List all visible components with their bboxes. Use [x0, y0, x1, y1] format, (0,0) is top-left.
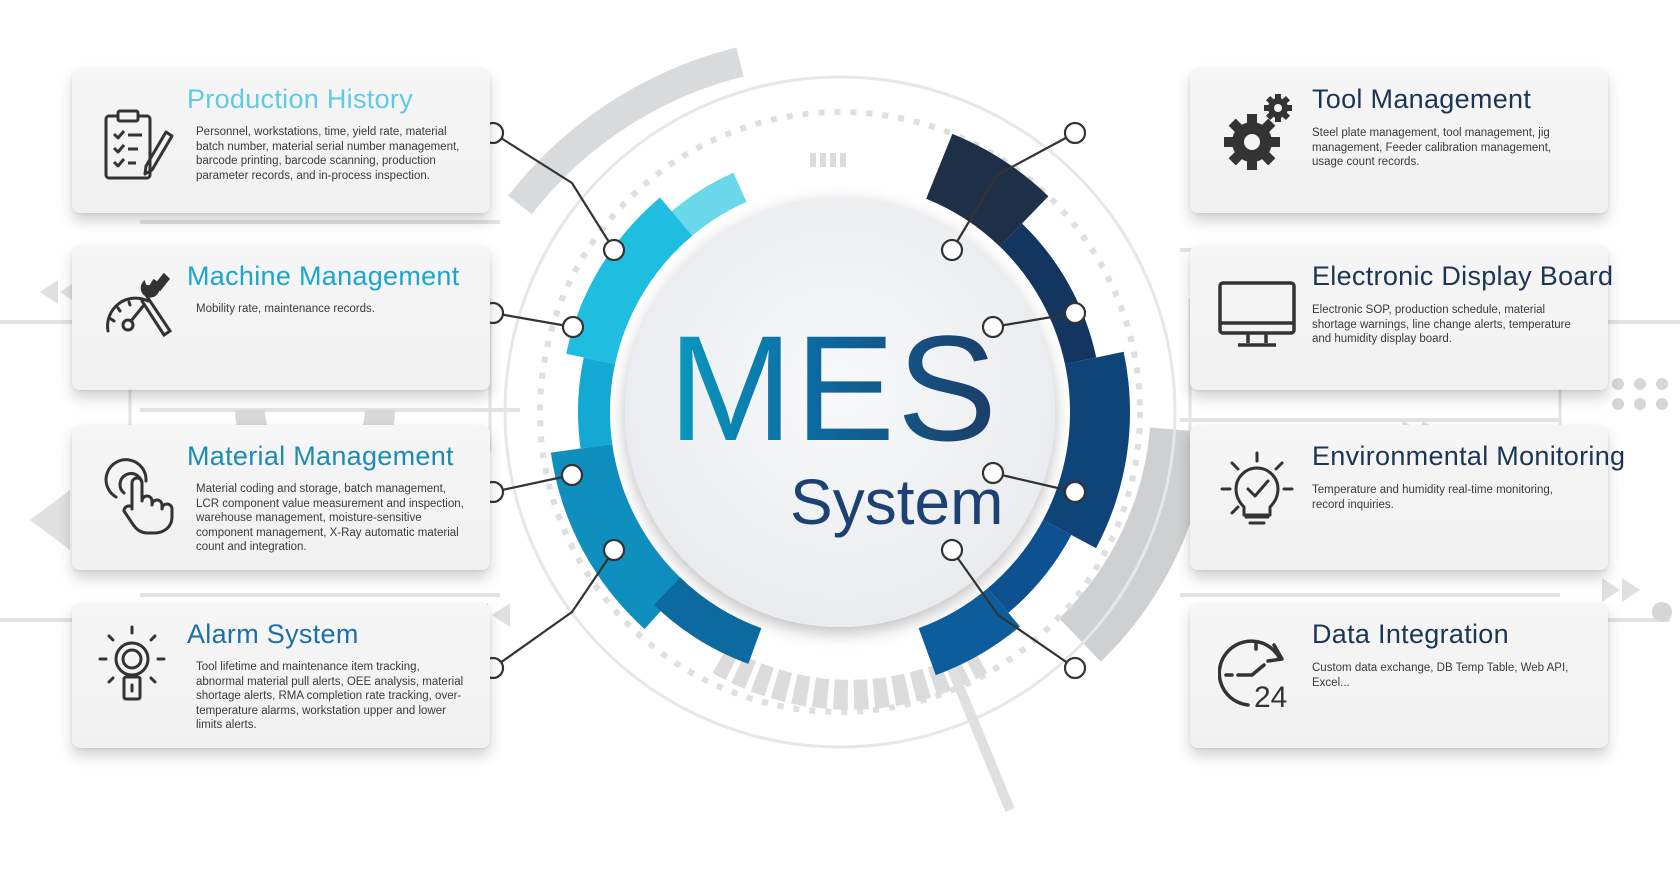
hub-subtitle: System: [790, 466, 1004, 538]
connector-node: [981, 461, 1005, 485]
ring-segment-right: [999, 223, 1097, 365]
card-title: Machine Management: [187, 261, 460, 291]
clipboard-pen-icon: [98, 106, 176, 184]
connector-line: [492, 132, 615, 251]
card-data-integration: 24 Data Integration Custom data exchange…: [1190, 603, 1608, 748]
card-title: Electronic Display Board: [1312, 261, 1614, 291]
card-description: Personnel, workstations, time, yield rat…: [196, 126, 460, 182]
connector-node: [602, 538, 626, 562]
svg-text:24: 24: [1254, 681, 1287, 713]
hub-title: MES: [668, 304, 1000, 472]
card-environmental-monitoring: Environmental Monitoring Temperature and…: [1190, 425, 1625, 570]
connector-node: [1063, 656, 1087, 680]
gears-icon: [1218, 94, 1296, 172]
connector-node: [561, 315, 585, 339]
monitor-icon: [1218, 277, 1296, 355]
ring-segment-right: [987, 519, 1072, 613]
hub-circle: [625, 197, 1055, 627]
card-description: Mobility rate, maintenance records.: [196, 303, 375, 315]
card-description: Steel plate management, tool management,…: [1312, 127, 1552, 168]
connector-line: [951, 132, 1076, 251]
connector-line: [492, 311, 574, 329]
connector-node: [1063, 301, 1087, 325]
card-machine-management: Machine Management Mobility rate, mainte…: [72, 245, 490, 390]
card-electronic-display-board: Electronic Display Board Electronic SOP,…: [1190, 245, 1613, 390]
ring-segment-left: [664, 172, 747, 242]
card-title: Tool Management: [1312, 84, 1532, 114]
card-title: Material Management: [187, 441, 454, 471]
connector-node: [1063, 121, 1087, 145]
connector-node: [560, 463, 584, 487]
card-title: Data Integration: [1312, 619, 1509, 649]
card-description: Tool lifetime and maintenance item track…: [196, 661, 464, 731]
alarm-beacon-icon: [98, 625, 176, 703]
clock-24-icon: 24: [1217, 635, 1296, 714]
connector-node: [602, 238, 626, 262]
connector-line: [492, 549, 615, 669]
ring-segment-left: [566, 197, 693, 365]
card-tool-management: Tool Management Steel plate management, …: [1190, 68, 1608, 213]
gauge-wrench-icon: [98, 265, 176, 343]
card-title: Alarm System: [187, 619, 359, 649]
connector-node: [981, 315, 1005, 339]
card-description: Material coding and storage, batch manag…: [196, 483, 464, 553]
card-alarm-system: Alarm System Tool lifetime and maintenan…: [72, 603, 490, 748]
card-description: Custom data exchange, DB Temp Table, Web…: [1312, 662, 1569, 689]
card-material-management: Material Management Material coding and …: [72, 425, 490, 570]
connector-line: [492, 473, 573, 494]
card-title: Environmental Monitoring: [1312, 441, 1626, 471]
connector-node: [940, 538, 964, 562]
lightbulb-check-icon: [1218, 449, 1296, 527]
card-production-history: Production History Personnel, workstatio…: [72, 68, 490, 213]
connector-line: [992, 471, 1076, 494]
card-description: Electronic SOP, production schedule, mat…: [1312, 304, 1571, 345]
ring-segment-left: [578, 357, 616, 449]
connector-node: [1063, 480, 1087, 504]
ring-segment-left: [550, 444, 687, 629]
ring-segment-left: [653, 577, 762, 664]
ring-segment-right: [1043, 351, 1130, 549]
connector-line: [951, 549, 1076, 669]
dots-decoration: [1612, 378, 1672, 622]
outer-arcs: [503, 47, 1210, 812]
card-title: Production History: [187, 84, 413, 114]
card-description: Temperature and humidity real-time monit…: [1312, 484, 1553, 511]
connector-node: [940, 238, 964, 262]
connector-line: [992, 311, 1076, 329]
touch-hand-icon: [98, 457, 176, 535]
